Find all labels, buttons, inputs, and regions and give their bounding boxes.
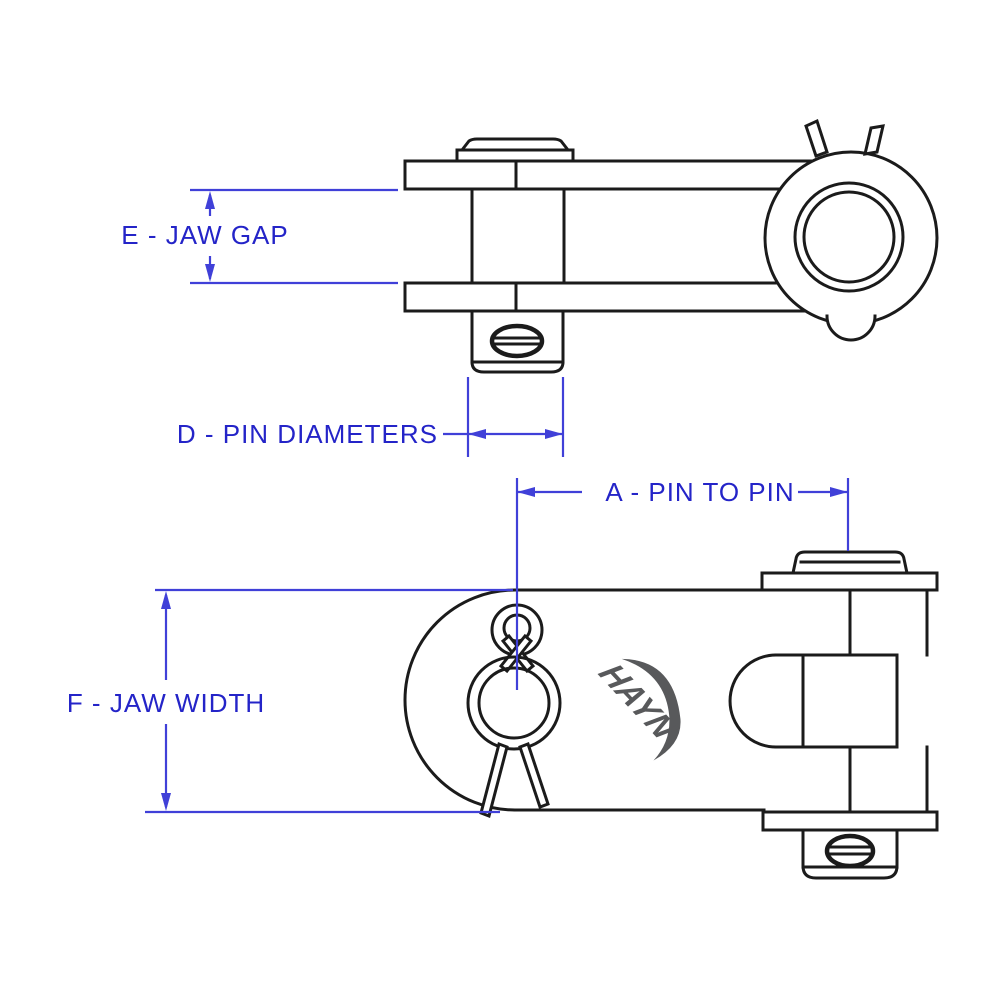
jaw-slot-round-end [728,653,778,749]
cotter-loop-bump [825,314,877,342]
dim-f-jaw-width: F - JAW WIDTH [67,588,513,814]
dim-label-f: F - JAW WIDTH [67,688,265,718]
cotter-leg-right-spread-icon [518,742,550,809]
eye-hole-top-view [466,603,562,818]
cotter-leg-left-spread-icon [479,742,509,818]
jaw-pin-lower-end [801,828,899,880]
pin-hole-inner-circle [477,666,551,740]
cotter-loop-bump-fill [827,316,875,340]
jaw-plate-bottom [403,281,814,313]
cotter-leg-right-icon [863,124,885,156]
dim-a-arrow-left-icon [517,487,535,497]
dim-e-jaw-gap: E - JAW GAP [121,188,398,285]
dim-f-arrow-up-icon [161,591,171,609]
jaw-flange-top [760,571,939,592]
jaw-end-top-view [728,550,939,880]
pin-hole-outer-circle [466,655,562,751]
dim-e-arrow-up-icon [205,191,215,209]
dim-a-pin-to-pin: A - PIN TO PIN [515,477,850,690]
pin-head-base [455,148,575,163]
dim-f-arrow-down-icon [161,793,171,811]
dim-d-arrow-right-icon [545,429,563,439]
dim-label-e: E - JAW GAP [121,220,289,250]
body-round-end [403,588,517,812]
top-view-drawing: HAYN A - PIN TO PIN F - JAW WIDTH [67,477,939,880]
dim-label-a: A - PIN TO PIN [605,477,794,507]
pin-slot-head [489,323,545,359]
jaw-flange-bottom [761,810,939,832]
pin-lower-end [470,309,565,374]
clevis-pin-side [455,137,575,374]
pin-head-dome [458,137,572,152]
hayn-logo: HAYN [590,658,685,761]
dim-label-d: D - PIN DIAMETERS [177,419,438,449]
dim-d-arrow-left-icon [468,429,486,439]
cotter-leg-left-icon [804,118,829,158]
dim-e-arrow-down-icon [205,264,215,282]
dim-a-arrow-right-icon [830,487,848,497]
dim-d-pin-diameters: D - PIN DIAMETERS [177,377,565,457]
side-view-drawing: E - JAW GAP D - PIN DIAMETERS [121,118,939,457]
eye-hole-circle [802,190,896,284]
jaw-pin-slot-head [824,833,876,869]
toggle-eye-ring [763,118,939,342]
jaw-plate-top [403,159,814,191]
logo-swoosh-icon [621,658,681,761]
